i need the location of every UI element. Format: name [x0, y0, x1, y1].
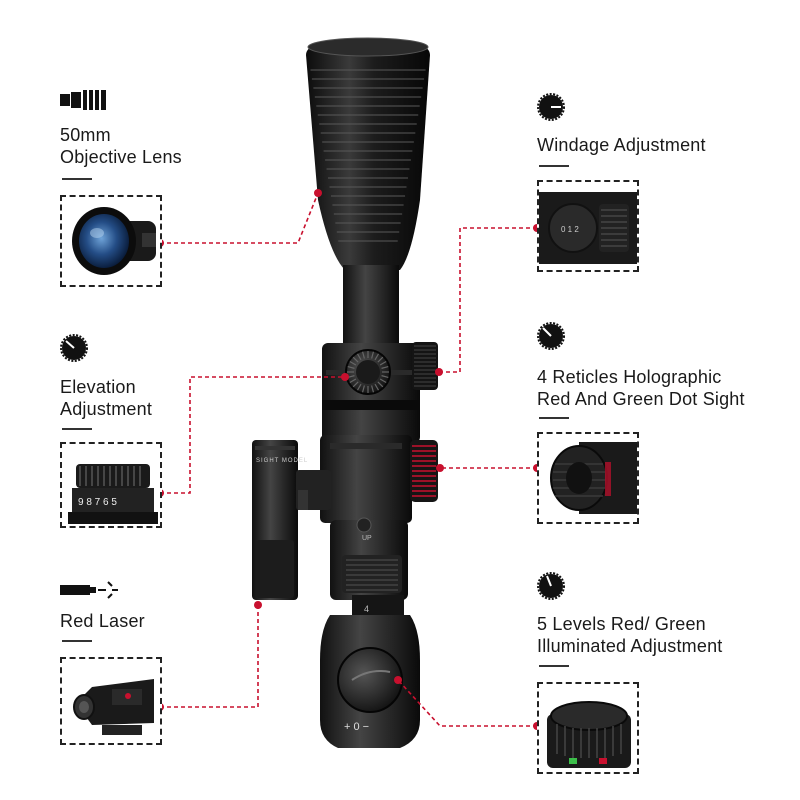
- red-laser-thumb: [60, 657, 162, 745]
- knurl-line: [349, 360, 357, 366]
- knurl-line: [356, 353, 362, 361]
- objective-bell: [306, 37, 430, 270]
- windage-turret-scale: 0 1 2: [561, 225, 579, 234]
- knurl-line: [381, 375, 389, 379]
- knurl-line: [379, 378, 387, 384]
- dial-icon: [537, 93, 565, 121]
- holographic-label: 4 Reticles Holographic Red And Green Dot…: [537, 367, 745, 409]
- laser-module: SIGHT MODEL: [252, 440, 331, 600]
- knurl-line: [371, 351, 375, 359]
- knurl-line: [349, 378, 357, 384]
- windage-rule: [539, 165, 569, 167]
- objective-lens-label: 50mm Objective Lens: [60, 125, 182, 167]
- knurl-line: [377, 356, 384, 363]
- illumination-thumb: [537, 682, 639, 774]
- knurl-line: [374, 383, 380, 391]
- holographic-rule: [539, 417, 569, 419]
- laser-text: SIGHT MODEL: [256, 458, 308, 464]
- red-laser-rule: [62, 640, 92, 642]
- mag-number: 4: [364, 604, 369, 614]
- knurl-line: [381, 365, 389, 369]
- holographic-thumb: [537, 432, 639, 524]
- knurl-line: [377, 381, 384, 388]
- connector-lines: [160, 192, 537, 727]
- knurl-line: [371, 385, 375, 393]
- knurl-line: [347, 365, 355, 369]
- knurl-line: [379, 360, 387, 366]
- objective-lens-rule: [62, 178, 92, 180]
- lens-icon: [60, 90, 108, 110]
- knurl-line: [361, 385, 365, 393]
- dial-icon: [60, 334, 88, 362]
- windage-turret: [412, 342, 438, 390]
- knurl-line: [356, 383, 362, 391]
- laser-icon: [60, 580, 120, 600]
- windage-thumb: 0 1 2: [537, 180, 639, 272]
- illumination-rule: [539, 665, 569, 667]
- knurl-line: [361, 351, 365, 359]
- up-marking: UP: [362, 535, 372, 542]
- objective-lens-thumb: [60, 195, 162, 287]
- red-laser-label: Red Laser: [60, 611, 145, 631]
- main-tube: [343, 265, 399, 350]
- eyepiece: 4 + 0 −: [320, 595, 420, 748]
- knurl-line: [352, 356, 359, 363]
- holographic-sight: UP: [320, 435, 438, 600]
- illum-scale: + 0 −: [344, 721, 369, 733]
- dial-icon: [537, 572, 565, 600]
- illumination-label: 5 Levels Red/ Green Illuminated Adjustme…: [537, 614, 723, 656]
- windage-label: Windage Adjustment: [537, 135, 706, 155]
- elevation-scale: 9 8 7 6 5: [78, 497, 117, 508]
- dial-icon: [537, 322, 565, 350]
- knurl-line: [352, 381, 359, 388]
- elevation-turret: [345, 349, 391, 395]
- elevation-rule: [62, 428, 92, 430]
- knurl-line: [374, 353, 380, 361]
- elevation-label: Elevation Adjustment: [60, 377, 153, 419]
- elevation-thumb: 9 8 7 6 5: [60, 442, 162, 528]
